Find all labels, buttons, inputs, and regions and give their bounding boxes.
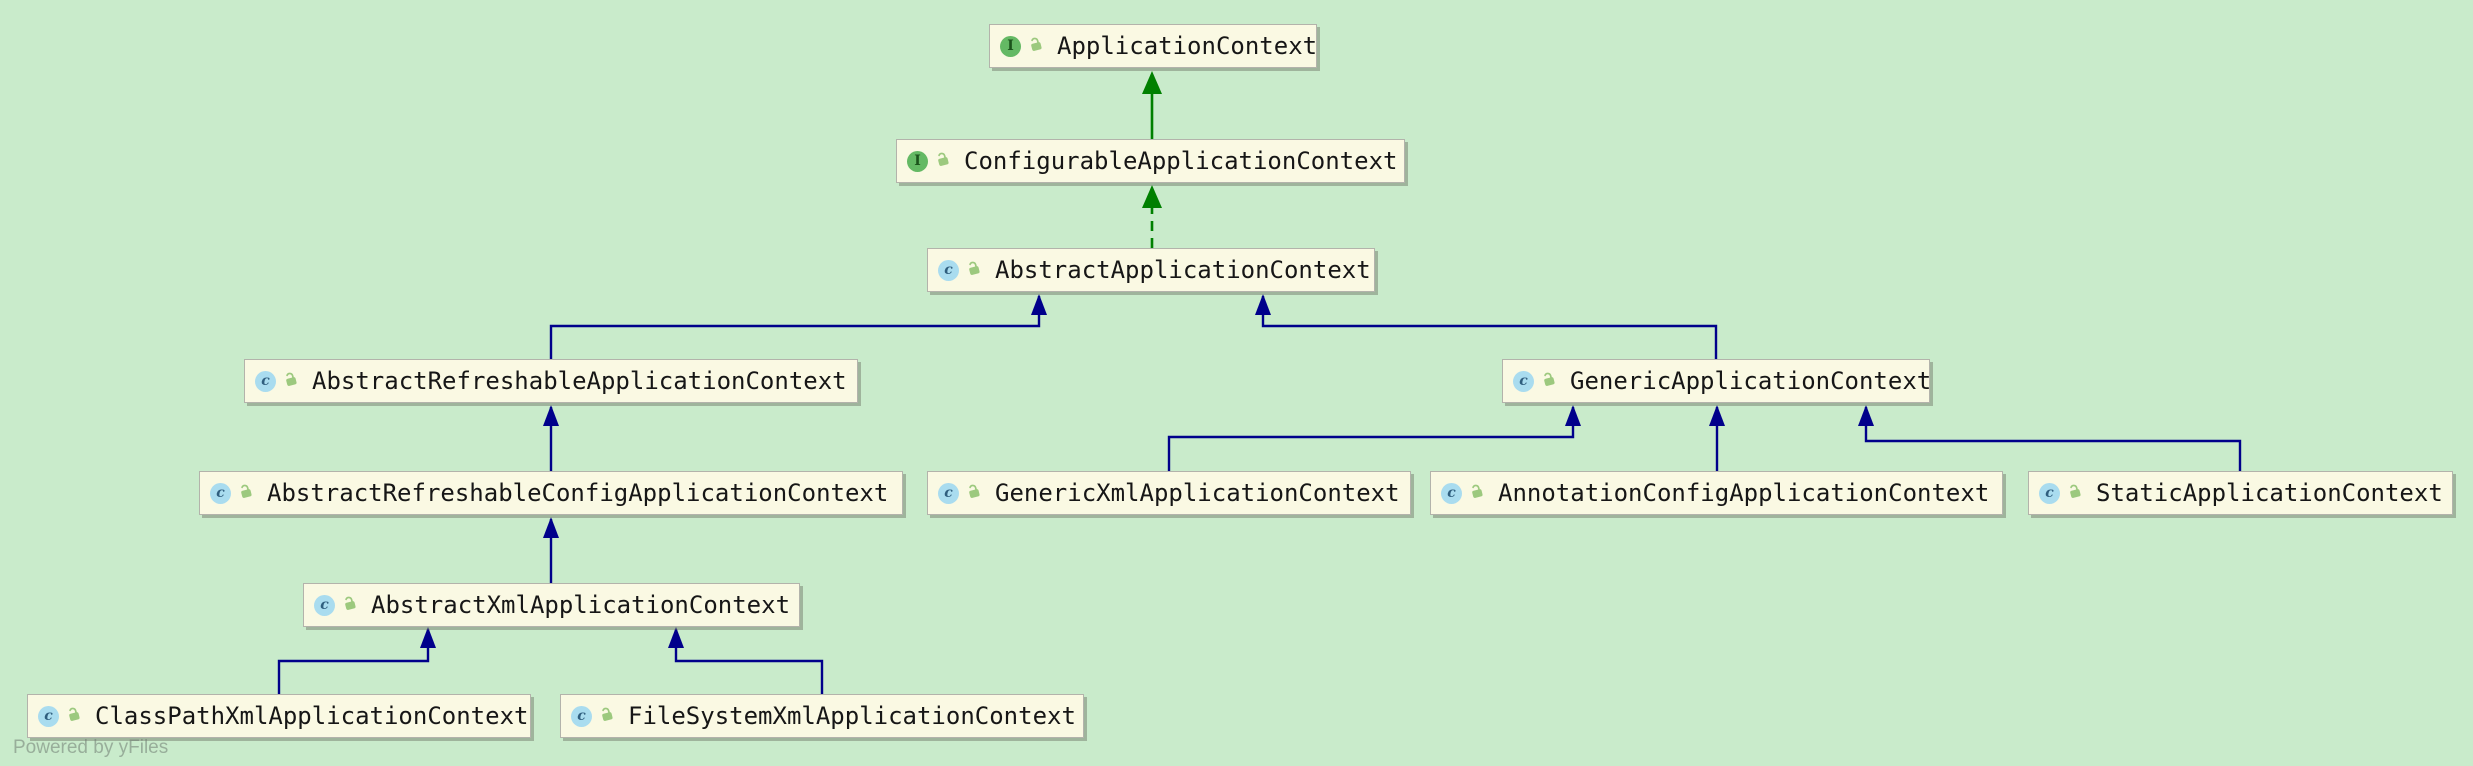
unlocked-padlock-icon xyxy=(959,260,982,280)
uml-node-label: GenericXmlApplicationContext xyxy=(995,479,1400,507)
uml-node-label: AbstractRefreshableApplicationContext xyxy=(312,367,847,395)
unlocked-padlock-icon xyxy=(231,483,254,503)
uml-node-abstract-refreshable-application-context[interactable]: c AbstractRefreshableApplicationContext xyxy=(244,359,858,403)
uml-node-application-context[interactable]: I ApplicationContext xyxy=(989,24,1317,68)
edge-arrowhead xyxy=(1709,405,1725,426)
edge-arrowhead xyxy=(1565,405,1581,426)
class-icon: c xyxy=(938,482,959,504)
uml-node-generic-xml-application-context[interactable]: c GenericXmlApplicationContext xyxy=(927,471,1411,515)
class-icon: c xyxy=(1441,482,1462,504)
class-icon: c xyxy=(1513,370,1534,392)
edge-arrowhead xyxy=(1255,294,1271,315)
edge-arrowhead xyxy=(543,517,559,538)
edge-arrowhead xyxy=(543,405,559,426)
class-icon: c xyxy=(314,594,335,616)
uml-node-abstract-refreshable-config-application-context[interactable]: c AbstractRefreshableConfigApplicationCon… xyxy=(199,471,903,515)
edge-abstract-refreshable-application-context--extends--abstract-application-context xyxy=(549,296,1041,359)
uml-node-label: ConfigurableApplicationContext xyxy=(964,147,1398,175)
unlocked-padlock-icon xyxy=(59,706,82,726)
uml-node-configurable-application-context[interactable]: I ConfigurableApplicationContext xyxy=(896,139,1405,183)
edge-arrowhead xyxy=(1142,71,1162,94)
class-icon: c xyxy=(2039,482,2060,504)
unlocked-padlock-icon xyxy=(1534,371,1557,391)
uml-node-label: ApplicationContext xyxy=(1057,32,1318,60)
yfiles-watermark: Powered by yFiles xyxy=(13,737,169,758)
class-icon: c xyxy=(938,259,959,281)
uml-node-label: GenericApplicationContext xyxy=(1570,367,1932,395)
unlocked-padlock-icon xyxy=(1021,36,1044,56)
edge-arrowhead xyxy=(420,627,436,648)
unlocked-padlock-icon xyxy=(1462,483,1485,503)
interface-icon: I xyxy=(907,150,928,172)
uml-node-class-path-xml-application-context[interactable]: c ClassPathXmlApplicationContext xyxy=(27,694,531,738)
interface-icon: I xyxy=(1000,35,1021,57)
uml-node-label: AnnotationConfigApplicationContext xyxy=(1498,479,1990,507)
unlocked-padlock-icon xyxy=(2060,483,2083,503)
edge-generic-xml-application-context--extends--generic-application-context xyxy=(1167,407,1575,471)
edge-generic-application-context--extends--abstract-application-context xyxy=(1261,296,1718,359)
class-icon: c xyxy=(255,370,276,392)
uml-node-label: AbstractRefreshableConfigApplicationCont… xyxy=(267,479,889,507)
unlocked-padlock-icon xyxy=(276,371,299,391)
class-icon: c xyxy=(571,705,592,727)
edge-arrowhead xyxy=(1031,294,1047,315)
uml-node-annotation-config-application-context[interactable]: c AnnotationConfigApplicationContext xyxy=(1430,471,2003,515)
class-icon: c xyxy=(210,482,231,504)
uml-node-label: ClassPathXmlApplicationContext xyxy=(95,702,529,730)
edge-class-path-xml-application-context--extends--abstract-xml-application-context xyxy=(277,629,430,694)
unlocked-padlock-icon xyxy=(959,483,982,503)
uml-node-label: AbstractXmlApplicationContext xyxy=(371,591,791,619)
uml-node-abstract-application-context[interactable]: c AbstractApplicationContext xyxy=(927,248,1375,292)
uml-node-file-system-xml-application-context[interactable]: c FileSystemXmlApplicationContext xyxy=(560,694,1084,738)
uml-node-static-application-context[interactable]: c StaticApplicationContext xyxy=(2028,471,2453,515)
unlocked-padlock-icon xyxy=(928,151,951,171)
edge-file-system-xml-application-context--extends--abstract-xml-application-context xyxy=(674,629,824,694)
unlocked-padlock-icon xyxy=(335,595,358,615)
edge-arrowhead xyxy=(1858,405,1874,426)
unlocked-padlock-icon xyxy=(592,706,615,726)
edge-static-application-context--extends--generic-application-context xyxy=(1864,407,2242,471)
class-icon: c xyxy=(38,705,59,727)
uml-node-abstract-xml-application-context[interactable]: c AbstractXmlApplicationContext xyxy=(303,583,800,627)
edge-arrowhead xyxy=(668,627,684,648)
uml-node-label: FileSystemXmlApplicationContext xyxy=(628,702,1076,730)
uml-node-label: StaticApplicationContext xyxy=(2096,479,2443,507)
uml-node-generic-application-context[interactable]: c GenericApplicationContext xyxy=(1502,359,1932,403)
edge-arrowhead xyxy=(1142,185,1162,208)
uml-node-label: AbstractApplicationContext xyxy=(995,256,1371,284)
